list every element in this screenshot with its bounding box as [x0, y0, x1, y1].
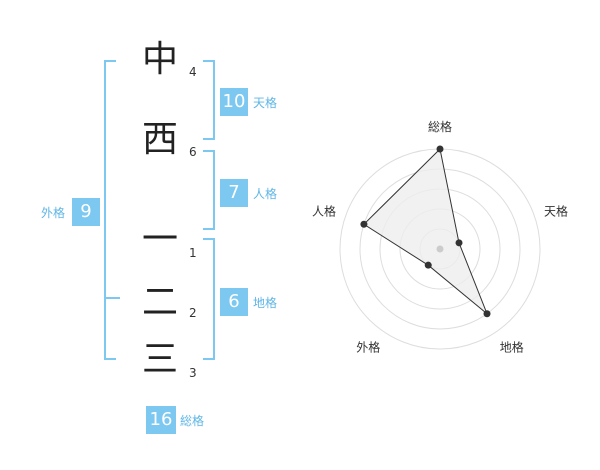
radar-point-2	[455, 239, 463, 247]
radar-axis-label-4: 外格	[356, 340, 380, 355]
stroke-count-4: 2	[189, 306, 197, 320]
chikaku-bracket	[203, 238, 215, 360]
chikaku-label: 地格	[253, 296, 278, 310]
radar-point-5	[360, 220, 368, 228]
stroke-count-5: 3	[189, 366, 197, 380]
name-char-5: 三	[141, 339, 178, 380]
name-char-2: 西	[141, 119, 178, 160]
radar-point-4	[424, 261, 432, 269]
radar-point-1	[436, 145, 444, 153]
stroke-count-3: 1	[189, 246, 197, 260]
chikaku-value-badge: 6	[220, 288, 248, 316]
jinkaku-label: 人格	[253, 187, 278, 201]
radar-points	[360, 145, 491, 318]
radar-center-dot	[436, 245, 444, 253]
radar-axis-label-5: 人格	[312, 203, 336, 218]
soukaku-label: 総格	[180, 414, 205, 428]
gaikaku-bracket	[104, 60, 116, 360]
jinkaku-bracket	[203, 150, 215, 230]
tenkaku-bracket	[203, 60, 215, 140]
tenkaku-label: 天格	[253, 96, 278, 110]
tenkaku-value-badge: 10	[220, 88, 248, 116]
gaikaku-label: 外格	[41, 206, 66, 220]
radar-axis-label-2: 天格	[544, 203, 568, 218]
radar-axis-label-3: 地格	[500, 340, 524, 355]
radar-axis-label-1: 総格	[428, 119, 452, 134]
stroke-count-1: 4	[189, 65, 197, 79]
gaikaku-bracket-tick	[104, 297, 120, 299]
radar-point-3	[483, 310, 491, 318]
soukaku-value-badge: 16	[146, 406, 176, 434]
name-char-1: 中	[141, 39, 178, 80]
radar-area	[363, 147, 488, 315]
jinkaku-value-badge: 7	[220, 179, 248, 207]
name-char-4: 二	[141, 282, 178, 323]
gaikaku-value-badge: 9	[72, 198, 100, 226]
name-char-3: 一	[141, 219, 178, 260]
stroke-count-2: 6	[189, 145, 197, 159]
